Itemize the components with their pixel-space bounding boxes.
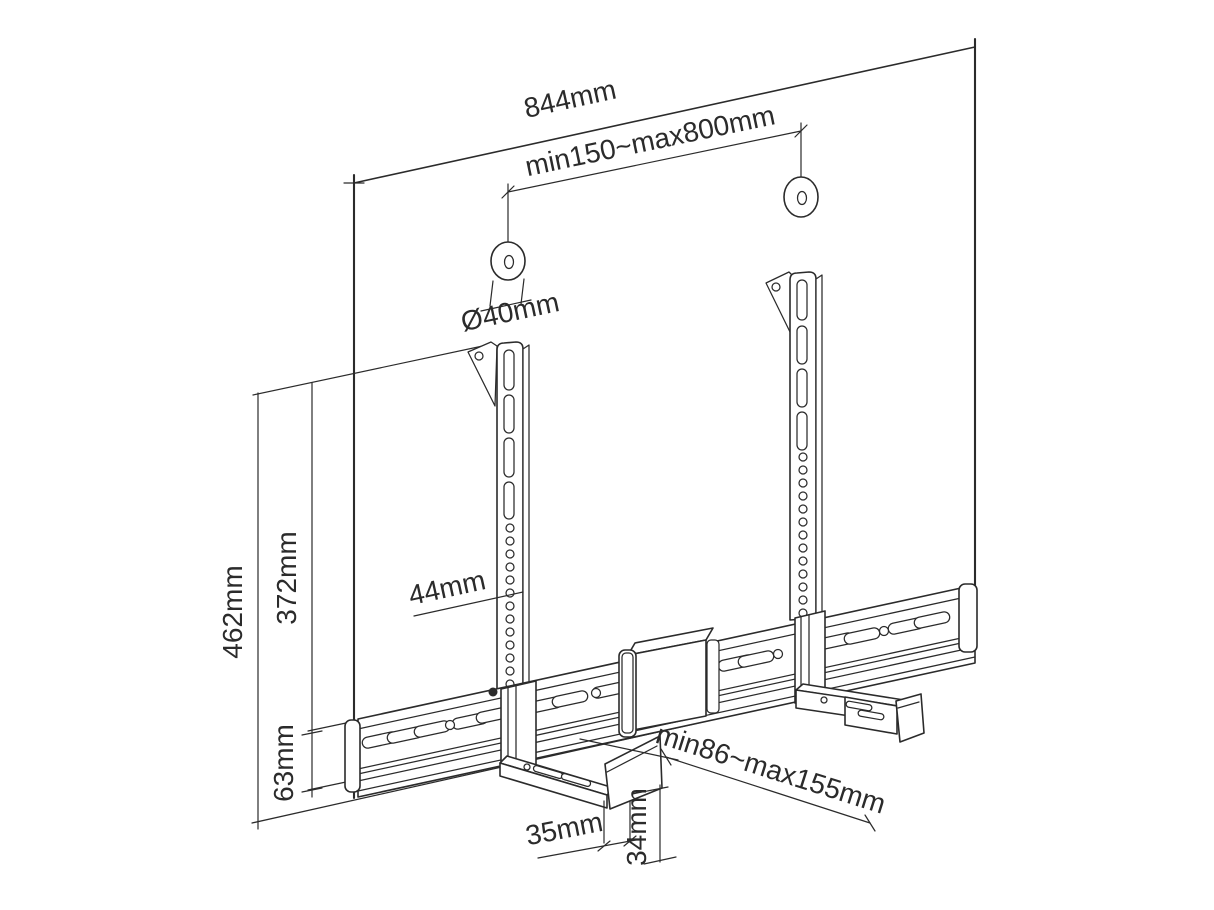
dim-label-min86-max155: min86~max155mm bbox=[652, 718, 889, 819]
right-bracket-side bbox=[815, 274, 823, 619]
dimension-arm-offset: 35mm bbox=[523, 800, 637, 859]
left-rail-clamp bbox=[488, 680, 537, 774]
dim-label-844: 844mm bbox=[521, 74, 619, 124]
rail-right-end-cap bbox=[958, 583, 978, 653]
left-anchor-hole bbox=[503, 254, 515, 270]
left-bracket-side bbox=[522, 344, 530, 688]
left-vertical-bracket bbox=[467, 341, 530, 691]
left-bracket-tab bbox=[467, 341, 498, 407]
dim-label-d40: Ø40mm bbox=[458, 286, 562, 337]
dimension-anchor-diameter: Ø40mm bbox=[458, 278, 562, 337]
left-clamp-screw bbox=[488, 687, 498, 697]
rail-slots bbox=[361, 611, 951, 749]
wall-anchor-discs bbox=[490, 176, 819, 281]
right-bracket-tab bbox=[765, 271, 794, 335]
rail-left-end-cap bbox=[344, 719, 361, 793]
left-tab-hole bbox=[474, 351, 484, 361]
right-arm-front-lip bbox=[895, 693, 925, 743]
center-connector-sleeve bbox=[618, 627, 714, 738]
dim-label-462: 462mm bbox=[217, 565, 248, 658]
rail-inner-end-cap bbox=[706, 639, 720, 714]
right-bracket-holes bbox=[798, 452, 808, 618]
right-soundbar-arm bbox=[795, 683, 925, 743]
left-bracket-holes bbox=[505, 523, 515, 689]
right-anchor-hole bbox=[796, 190, 808, 206]
dimension-total-width: 844mm bbox=[521, 74, 619, 124]
dim-label-34: 34mm bbox=[621, 788, 652, 866]
dimension-lip-height: 34mm bbox=[621, 784, 677, 866]
dimension-heights: 462mm 372mm 63mm bbox=[217, 343, 493, 830]
right-vertical-bracket bbox=[765, 271, 823, 621]
dim-label-35: 35mm bbox=[523, 806, 605, 851]
right-tab-hole bbox=[771, 282, 781, 292]
dim-label-63: 63mm bbox=[268, 724, 299, 802]
dim-label-44: 44mm bbox=[406, 564, 489, 611]
dimension-hole-spacing: min150~max800mm bbox=[501, 99, 808, 244]
dim-label-372: 372mm bbox=[271, 531, 302, 624]
